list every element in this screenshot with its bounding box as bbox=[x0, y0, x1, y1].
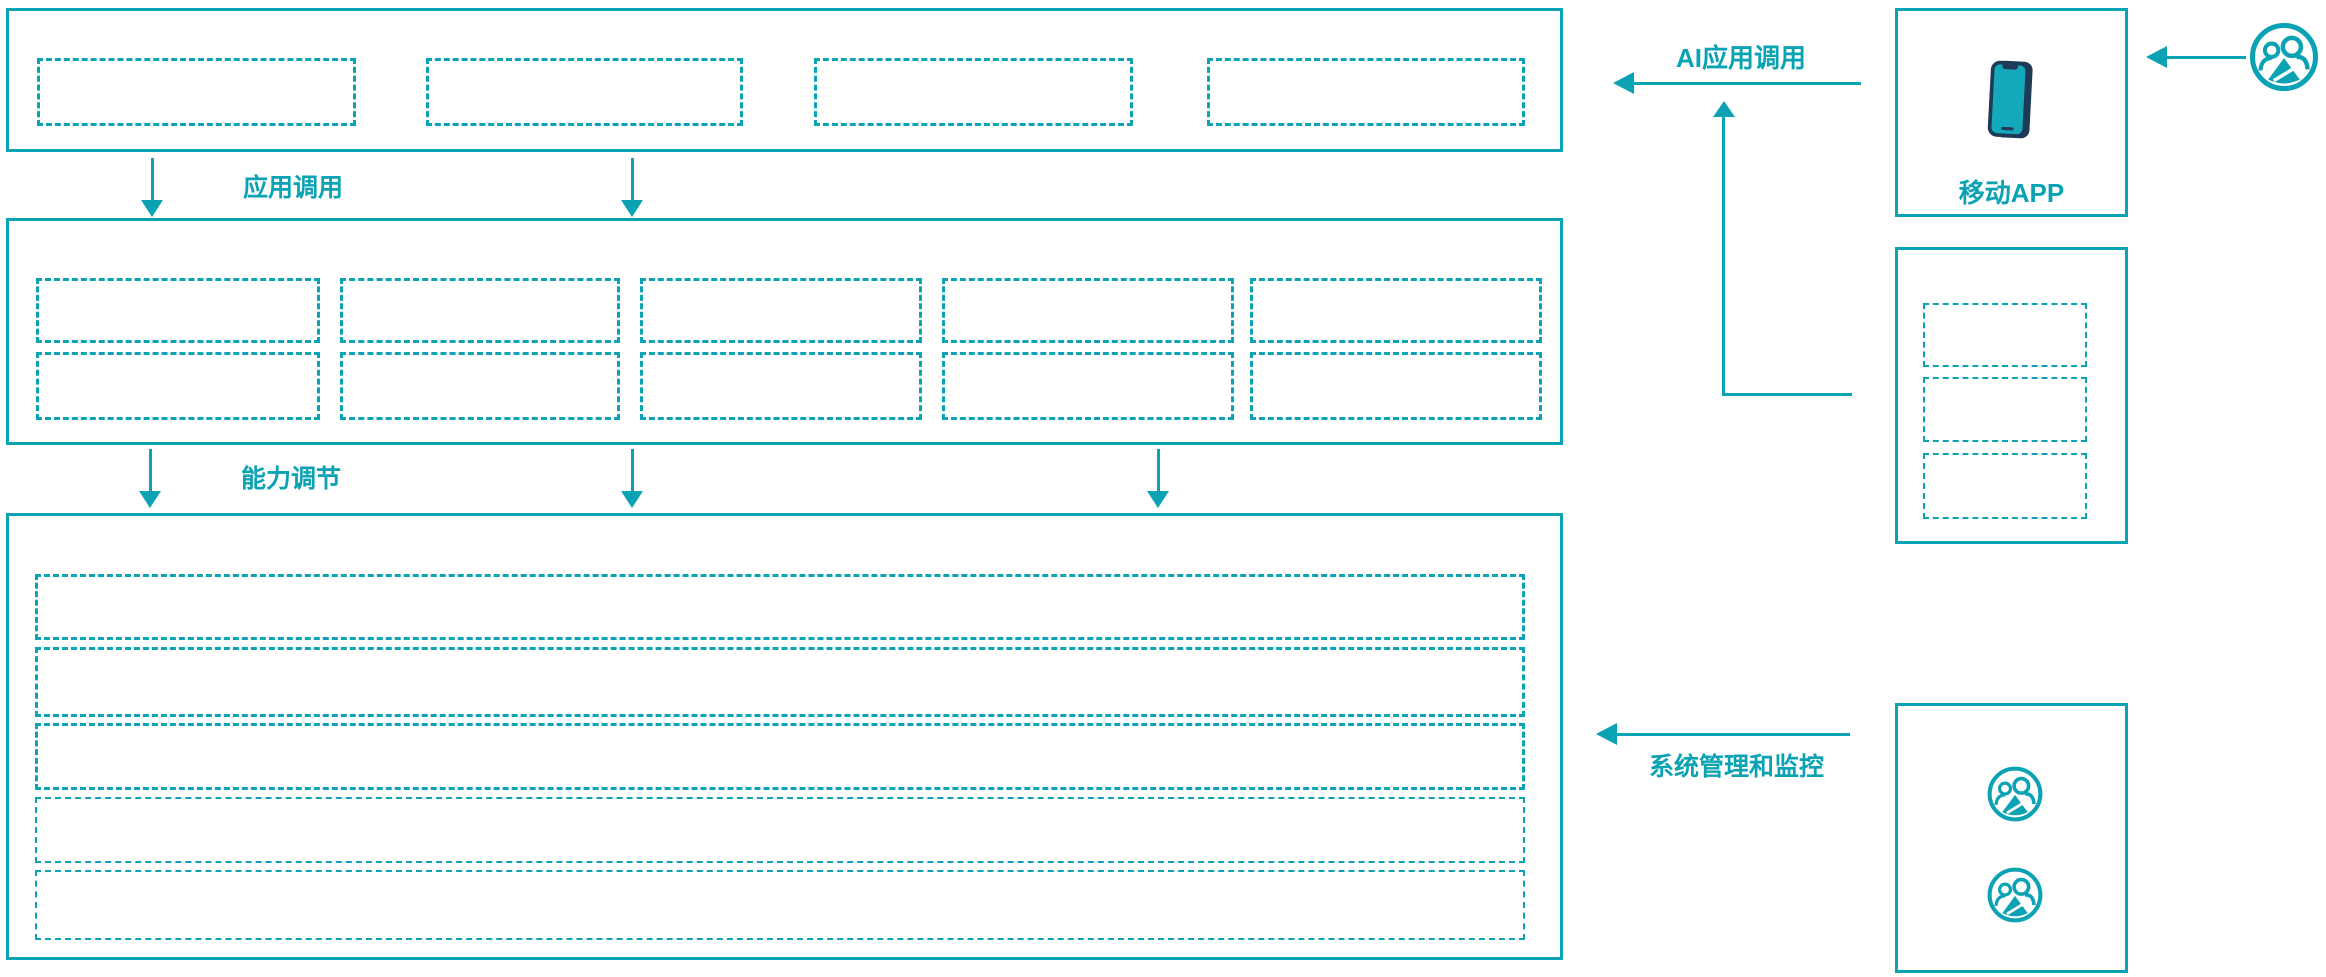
users-icon bbox=[1986, 763, 2044, 825]
left-arrow-icon bbox=[1613, 72, 1634, 94]
capability-adjust-label: 能力调节 bbox=[241, 465, 342, 493]
down-arrow-line bbox=[631, 449, 634, 493]
device-panel-box bbox=[1895, 247, 2128, 544]
placeholder-box bbox=[1250, 352, 1542, 420]
mobile-app-box: 移动APP bbox=[1895, 8, 2128, 217]
placeholder-box bbox=[1207, 58, 1525, 126]
system-management-arrow-line bbox=[1615, 733, 1850, 736]
up-arrow-icon bbox=[1713, 101, 1735, 117]
placeholder-box bbox=[640, 352, 922, 420]
placeholder-box bbox=[942, 352, 1234, 420]
placeholder-box bbox=[35, 647, 1525, 717]
placeholder-box bbox=[35, 870, 1525, 940]
left-arrow-icon bbox=[1596, 723, 1617, 745]
down-arrow-icon bbox=[621, 491, 643, 508]
ai-app-call-label: AI应用调用 bbox=[1676, 43, 1807, 73]
placeholder-box bbox=[36, 278, 320, 343]
users-icon bbox=[2248, 20, 2320, 94]
connector-horizontal-line bbox=[1722, 393, 1852, 396]
placeholder-box bbox=[35, 797, 1525, 863]
placeholder-box bbox=[1923, 453, 2087, 519]
down-arrow-line bbox=[151, 158, 154, 202]
placeholder-box bbox=[942, 278, 1234, 343]
placeholder-box bbox=[340, 352, 620, 420]
down-arrow-icon bbox=[139, 491, 161, 508]
ai-app-call-arrow-line bbox=[1632, 82, 1861, 85]
users-icon bbox=[1986, 864, 2044, 926]
middle-layer-box bbox=[6, 218, 1563, 445]
placeholder-box bbox=[36, 352, 320, 420]
placeholder-box bbox=[1923, 303, 2087, 367]
down-arrow-line bbox=[149, 449, 152, 493]
system-management-label: 系统管理和监控 bbox=[1649, 753, 1825, 781]
down-arrow-line bbox=[1157, 449, 1160, 493]
user-arrow-line bbox=[2165, 56, 2246, 59]
down-arrow-icon bbox=[1147, 491, 1169, 508]
bottom-layer-box bbox=[6, 513, 1563, 960]
placeholder-box bbox=[426, 58, 743, 126]
placeholder-box bbox=[37, 58, 356, 126]
down-arrow-icon bbox=[621, 200, 643, 217]
admin-panel-box bbox=[1895, 703, 2128, 973]
placeholder-box bbox=[35, 574, 1525, 640]
connector-vertical-line bbox=[1722, 115, 1725, 396]
smartphone-icon bbox=[1986, 59, 2036, 143]
placeholder-box bbox=[35, 723, 1525, 790]
top-layer-box bbox=[6, 8, 1563, 152]
app-call-label: 应用调用 bbox=[243, 174, 344, 202]
down-arrow-icon bbox=[141, 200, 163, 217]
placeholder-box bbox=[340, 278, 620, 343]
placeholder-box bbox=[640, 278, 922, 343]
left-arrow-icon bbox=[2146, 46, 2167, 68]
down-arrow-line bbox=[631, 158, 634, 202]
placeholder-box bbox=[1923, 377, 2087, 442]
mobile-app-label: 移动APP bbox=[1958, 178, 2065, 208]
placeholder-box bbox=[814, 58, 1133, 126]
placeholder-box bbox=[1250, 278, 1542, 343]
